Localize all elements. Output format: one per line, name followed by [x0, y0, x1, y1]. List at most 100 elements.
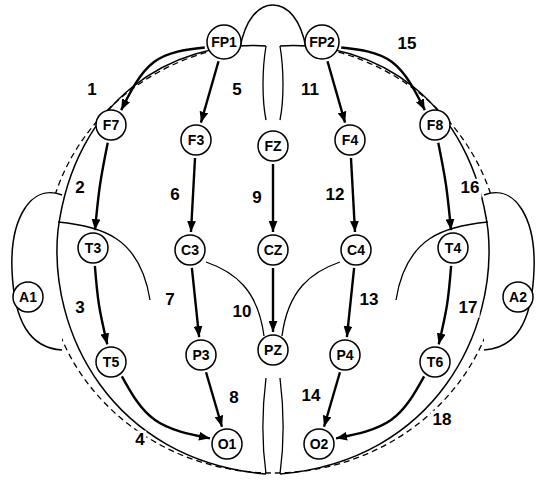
electrode-ring [258, 235, 288, 265]
electrode-circle: F4 [334, 124, 366, 156]
electrode-ring [207, 25, 241, 59]
callout-number: 15 [396, 35, 419, 54]
electrode-circle: T4 [437, 232, 469, 264]
callout-number: 8 [227, 389, 240, 408]
electrode-label: O2 [310, 437, 329, 451]
electrode-circle: CZ [257, 234, 289, 266]
callout-number: 1 [85, 81, 98, 100]
electrode-circle: C4 [340, 234, 372, 266]
electrode-circle: A2 [502, 281, 534, 313]
midline-fissure [263, 46, 266, 120]
sylvian-fissure [396, 222, 488, 300]
callout-number: 5 [230, 81, 243, 100]
electrode-circle: P4 [329, 339, 361, 371]
electrode-ring [186, 340, 216, 370]
electrode-label: O1 [218, 437, 237, 451]
midline-fissure [263, 378, 266, 474]
electrode-ring [175, 235, 205, 265]
electrode-label: FP1 [211, 35, 237, 49]
central-sulcus [206, 262, 264, 336]
electrode-label: C4 [347, 243, 365, 257]
arrow-connector [324, 372, 340, 426]
nose [240, 5, 306, 48]
electrode-circle: FP1 [206, 24, 242, 60]
electrode-ring [341, 235, 371, 265]
callout-number: 9 [250, 189, 263, 208]
callout-number: 6 [168, 186, 181, 205]
electrode-label: T6 [427, 355, 443, 369]
left-hemisphere [57, 46, 266, 474]
electrode-circle: O2 [303, 428, 335, 460]
arrow-connector [206, 372, 222, 426]
callout-number: 18 [431, 411, 454, 430]
callout-number: 17 [457, 299, 480, 318]
electrode-ring [305, 25, 339, 59]
electrode-circle: F3 [180, 124, 212, 156]
electrode-ring [420, 347, 450, 377]
arrow-connector [438, 143, 451, 230]
callout-number: 14 [300, 387, 323, 406]
electrode-circle: F7 [95, 109, 127, 141]
electrode-label: P4 [336, 348, 353, 362]
callout-number: 7 [163, 291, 176, 310]
electrode-label: T5 [103, 355, 119, 369]
arrow-connector [327, 61, 345, 122]
midline-fissure [280, 378, 283, 474]
electrode-label: FP2 [309, 35, 335, 49]
electrode-circle: PZ [257, 334, 289, 366]
electrode-circle: O1 [211, 428, 243, 460]
electrode-ring [96, 347, 126, 377]
electrode-label: CZ [264, 243, 283, 257]
electrode-label: A1 [19, 290, 37, 304]
electrode-label: F7 [103, 118, 119, 132]
head-circle [45, 43, 501, 473]
electrode-ring [304, 429, 334, 459]
callout-number: 10 [231, 303, 254, 322]
electrode-label: P3 [192, 348, 209, 362]
arrow-connector [272, 268, 274, 332]
electrode-ring [212, 429, 242, 459]
electrode-circle: P3 [185, 339, 217, 371]
arrow-connector [192, 268, 199, 337]
arrow-connector [122, 376, 210, 438]
electrode-ring [330, 340, 360, 370]
electrode-label: F4 [342, 133, 358, 147]
sylvian-fissure [58, 222, 150, 300]
arrow-connector [439, 266, 451, 344]
electrode-label: F8 [427, 118, 443, 132]
arrow-connector [95, 143, 108, 230]
electrode-label: A2 [509, 290, 527, 304]
electrode-circle: C3 [174, 234, 206, 266]
electrode-label: C3 [181, 243, 199, 257]
electrode-circle: T3 [77, 232, 109, 264]
arrow-connector [272, 164, 274, 232]
electrode-circle: FP2 [304, 24, 340, 60]
electrode-ring [335, 125, 365, 155]
electrode-ring [78, 233, 108, 263]
electrode-label: F3 [188, 133, 204, 147]
left-ear [12, 193, 62, 350]
electrode-ring [438, 233, 468, 263]
central-sulcus [282, 262, 340, 336]
electrode-label: T3 [85, 241, 101, 255]
electrode-ring [258, 131, 288, 161]
arrow-connector [95, 266, 107, 344]
electrode-circle: A1 [12, 281, 44, 313]
callout-number: 16 [459, 179, 482, 198]
callout-number: 11 [299, 81, 321, 100]
arrow-connector [191, 158, 195, 232]
right-hemisphere [280, 46, 489, 474]
arrow-connector [341, 47, 425, 110]
callout-number: 12 [324, 186, 347, 205]
arrow-connector [336, 376, 424, 438]
arrow-connector [351, 158, 355, 232]
electrode-ring [13, 282, 43, 312]
electrode-circle: T5 [95, 346, 127, 378]
electrode-circle: FZ [257, 130, 289, 162]
electrode-ring [420, 110, 450, 140]
callout-number: 4 [133, 431, 146, 450]
right-ear [484, 193, 534, 350]
electrode-circle: T6 [419, 346, 451, 378]
electrode-label: T4 [445, 241, 461, 255]
